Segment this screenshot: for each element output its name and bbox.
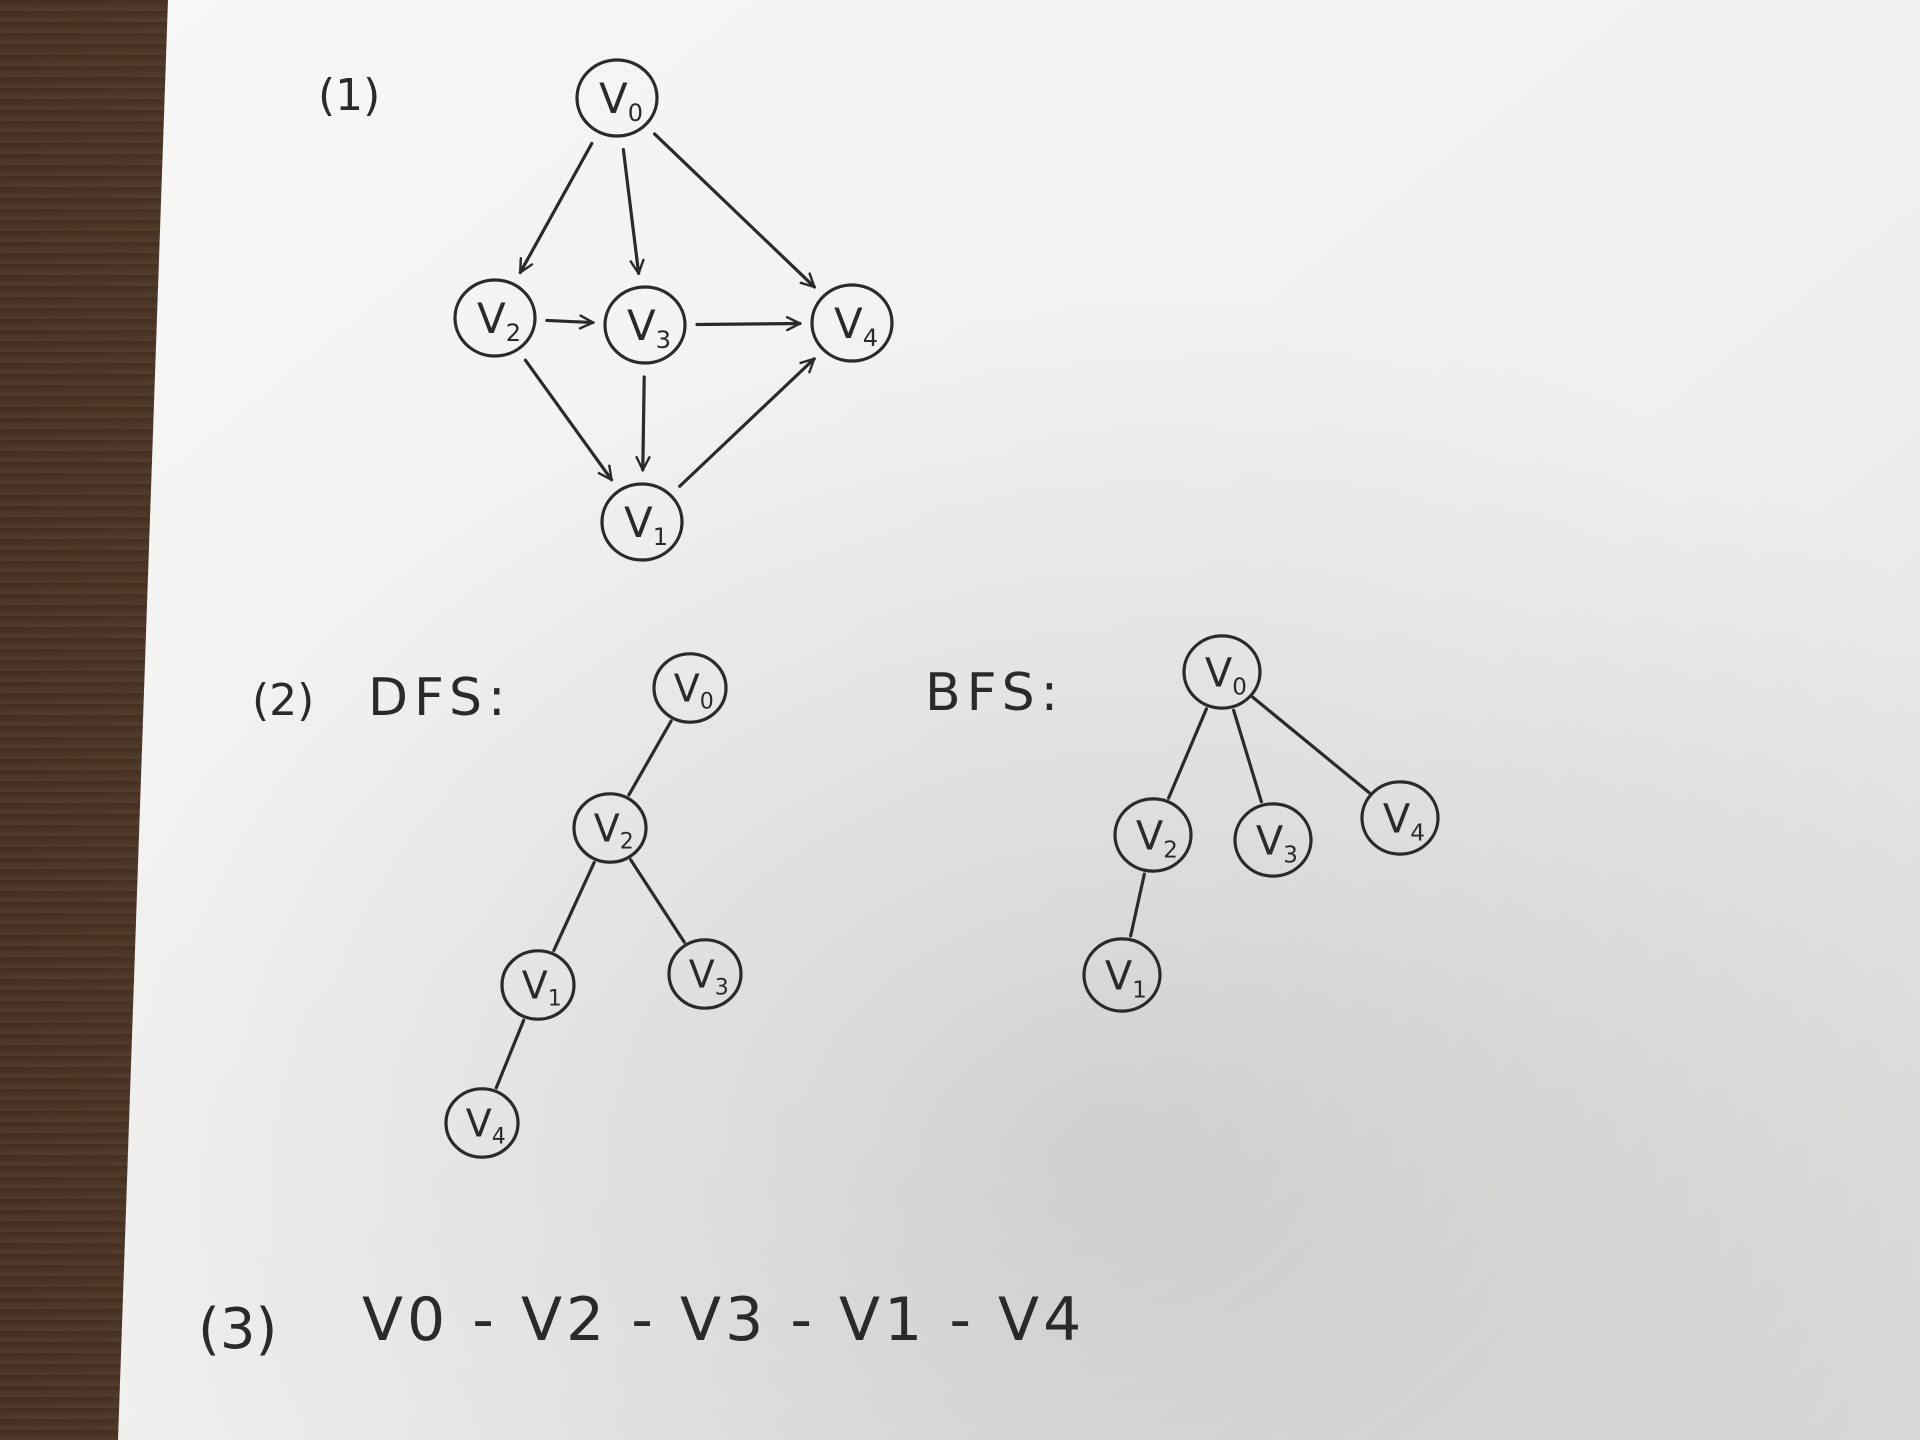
dfs-edge-v2-v3	[629, 858, 686, 944]
part1-node-v0: V0	[575, 58, 659, 138]
part1-node-label-v2: V2	[477, 294, 521, 347]
dfs-node-v0: V0	[652, 652, 728, 724]
part1-node-v1: V1	[600, 482, 684, 562]
bfs-edge-v0-v2	[1166, 707, 1209, 800]
dfs-label: DFS:	[368, 668, 512, 728]
dfs-node-circle-v2	[572, 792, 648, 864]
dfs-node-v4: V4	[444, 1087, 520, 1159]
part1-node-circle-v1	[600, 482, 684, 562]
part1-node-circle-v3	[603, 285, 687, 365]
bfs-edge-v2-v1	[1129, 872, 1146, 938]
part2-label: (2)	[252, 675, 314, 726]
part1-node-label-v4: V4	[834, 299, 878, 352]
bfs-node-label-v4: V4	[1383, 796, 1425, 846]
part1-node-label-v3: V3	[627, 301, 671, 354]
part1-node-circle-v2	[453, 278, 537, 358]
bfs-node-v3: V3	[1233, 802, 1313, 878]
bfs-node-v4: V4	[1360, 780, 1440, 856]
bfs-node-v1: V1	[1082, 937, 1162, 1013]
bfs-node-label-v0: V0	[1205, 650, 1247, 700]
part1-node-circle-v0	[575, 58, 659, 138]
dfs-node-circle-v0	[652, 652, 728, 724]
bfs-edge-v0-v3	[1232, 708, 1263, 804]
part1-edge-v0-v4	[652, 132, 817, 289]
bfs-node-circle-v2	[1113, 797, 1193, 873]
bfs-sequence-text: V0 - V2 - V3 - V1 - V4	[362, 1285, 1085, 1355]
part1-node-label-v0: V0	[599, 74, 643, 127]
part1-node-label-v1: V1	[624, 498, 668, 551]
bfs-node-v2: V2	[1113, 797, 1193, 873]
bfs-node-circle-v0	[1182, 634, 1262, 710]
dfs-node-label-v4: V4	[466, 1102, 506, 1150]
dfs-node-label-v2: V2	[594, 807, 634, 855]
dfs-edge-v1-v4	[494, 1018, 526, 1090]
part1-node-circle-v4	[810, 283, 894, 363]
dfs-node-circle-v4	[444, 1087, 520, 1159]
bfs-label: BFS:	[925, 663, 1064, 723]
part1-node-v2: V2	[453, 278, 537, 358]
part1-edge-v3-v1	[635, 375, 651, 472]
part1-node-v3: V3	[603, 285, 687, 365]
dfs-node-v1: V1	[500, 949, 576, 1021]
dfs-node-label-v0: V0	[674, 667, 714, 715]
part1-edge-v2-v3	[545, 314, 595, 330]
part1-edge-v3-v4	[695, 316, 802, 332]
bfs-node-v0: V0	[1182, 634, 1262, 710]
bfs-edge-v0-v4	[1251, 695, 1371, 795]
dfs-node-circle-v1	[500, 949, 576, 1021]
dfs-edge-v0-v2	[627, 719, 673, 797]
bfs-node-circle-v3	[1233, 802, 1313, 878]
part1-edge-v2-v1	[523, 358, 614, 482]
part1-edge-v1-v4	[678, 357, 816, 488]
part1-edge-v0-v2	[518, 141, 594, 275]
part1-edge-v0-v3	[621, 148, 645, 275]
part1-label: (1)	[318, 70, 380, 121]
part3-label: (3)	[198, 1297, 277, 1362]
dfs-node-v2: V2	[572, 792, 648, 864]
bfs-node-circle-v1	[1082, 937, 1162, 1013]
dfs-node-label-v3: V3	[689, 953, 729, 1001]
part1-node-v4: V4	[810, 283, 894, 363]
dfs-node-v3: V3	[667, 938, 743, 1010]
bfs-node-label-v3: V3	[1256, 818, 1298, 868]
bfs-node-circle-v4	[1360, 780, 1440, 856]
dfs-node-label-v1: V1	[522, 964, 562, 1012]
bfs-node-label-v1: V1	[1105, 953, 1147, 1003]
dfs-node-circle-v3	[667, 938, 743, 1010]
dfs-edge-v2-v1	[552, 860, 596, 953]
bfs-node-label-v2: V2	[1136, 813, 1178, 863]
